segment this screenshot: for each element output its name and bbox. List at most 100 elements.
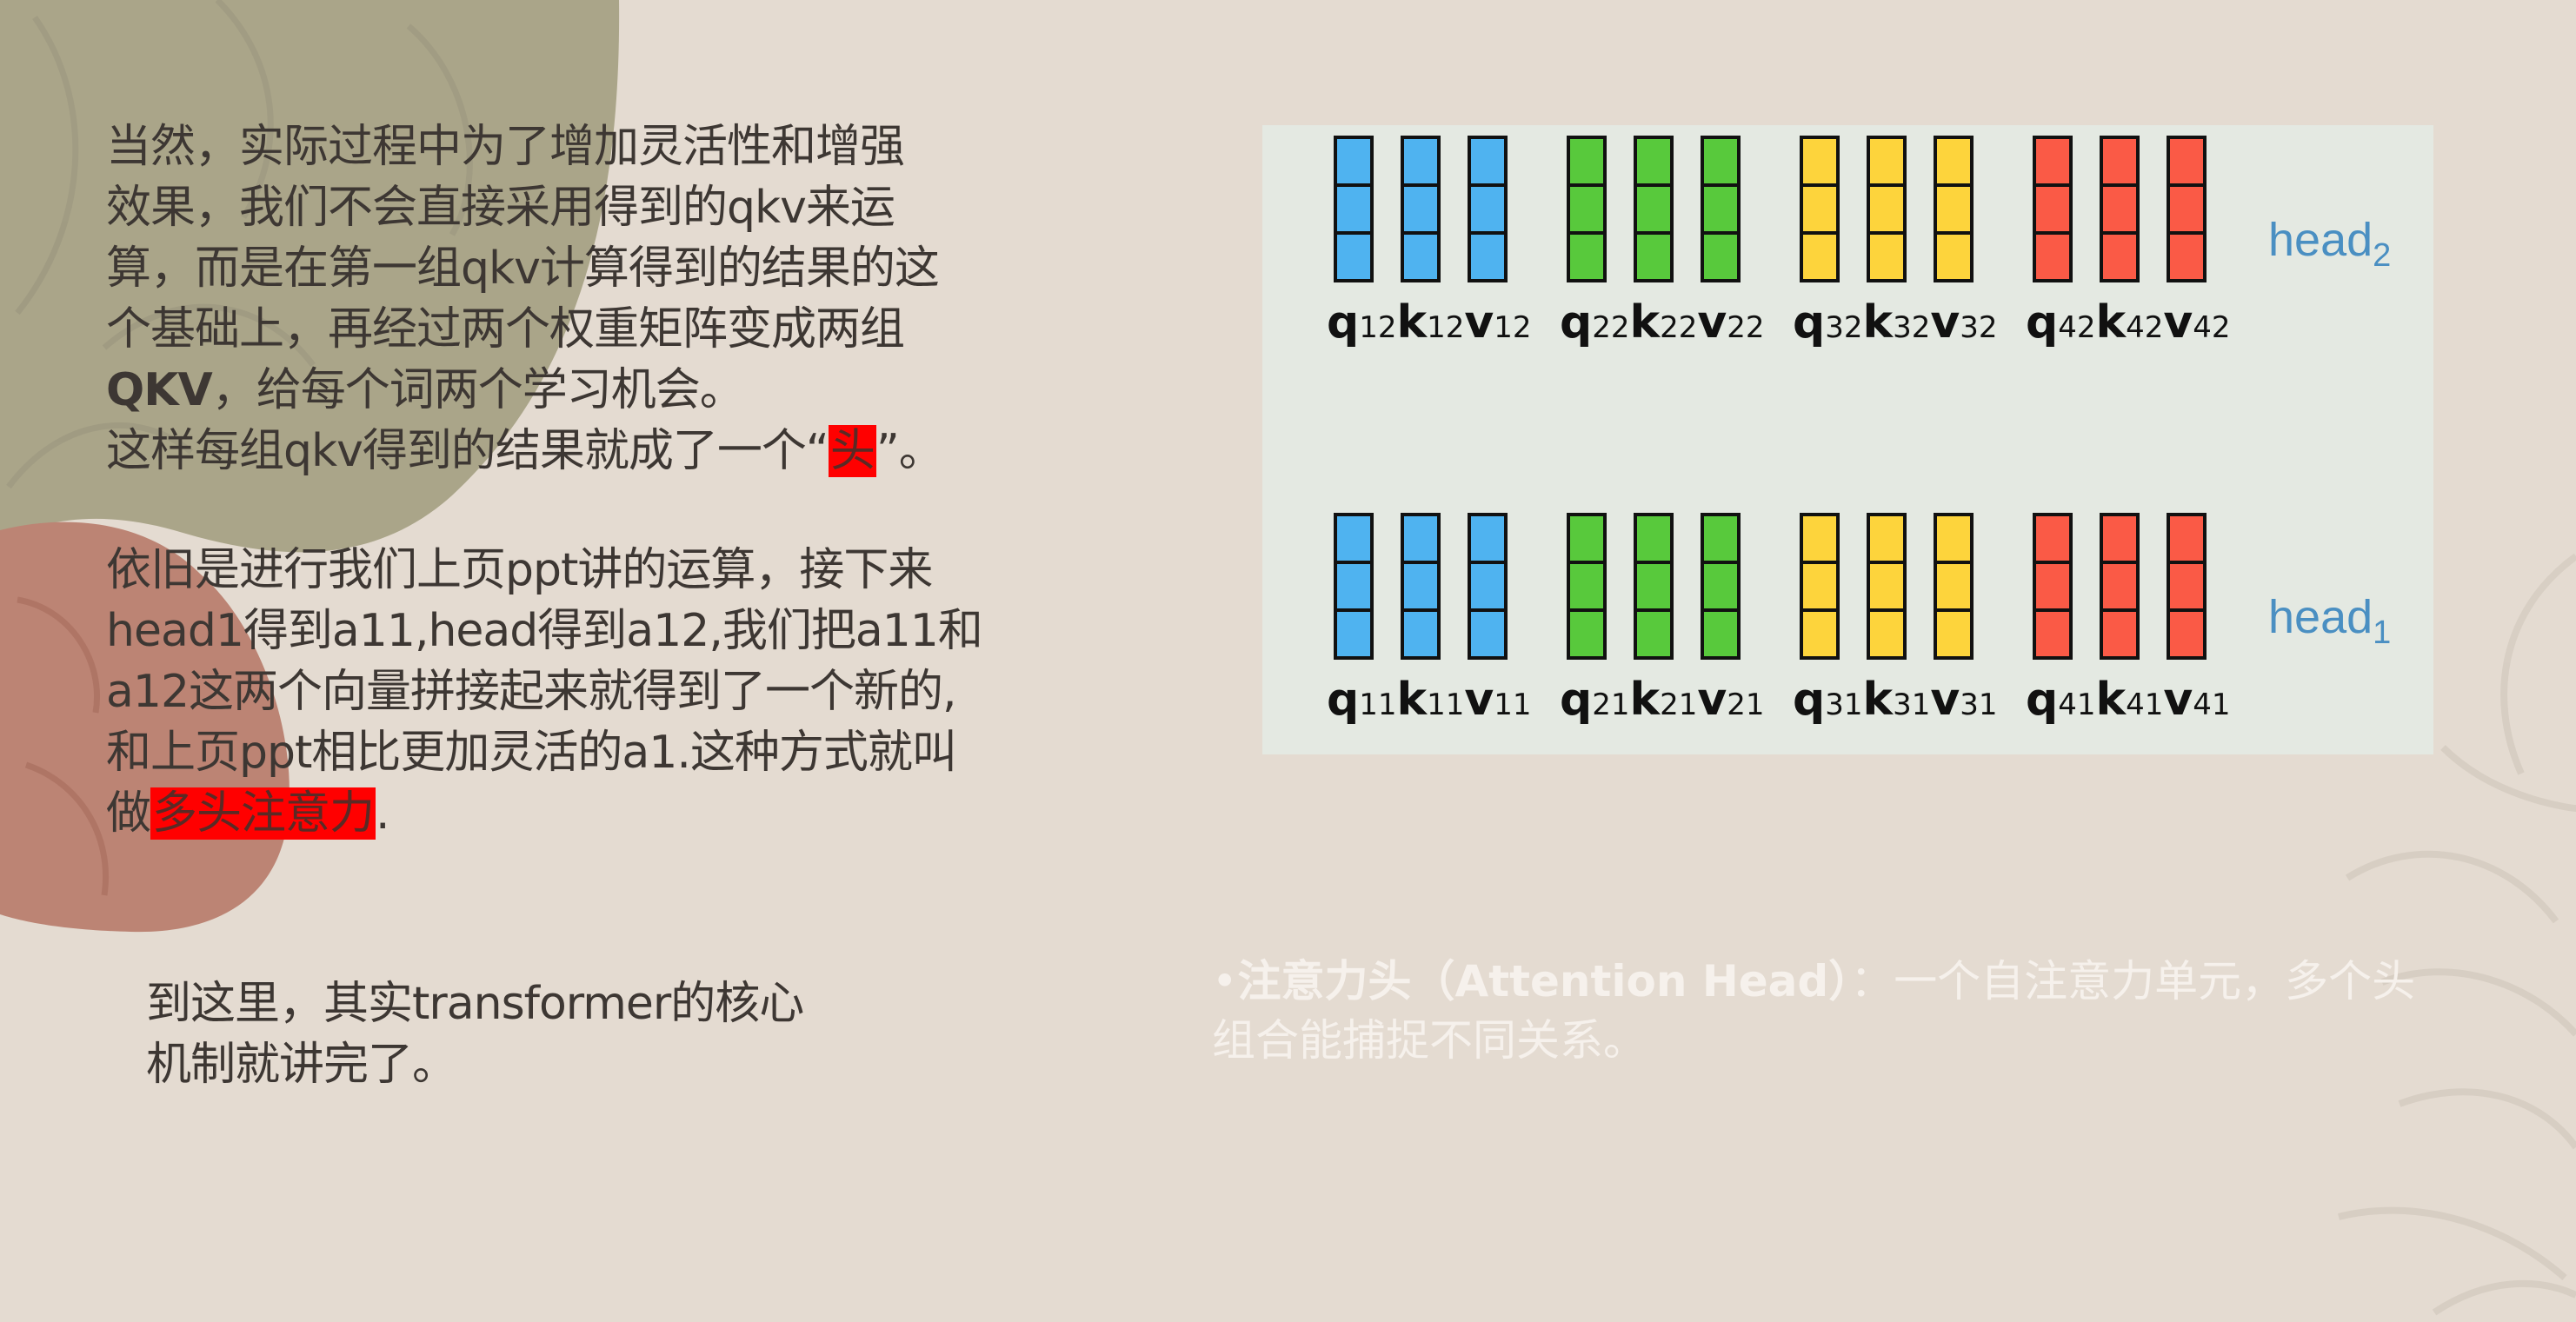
text-line: 机制就讲完了。 <box>146 1039 457 1091</box>
vector-cell <box>1934 136 1974 187</box>
vector-cell <box>1867 231 1907 282</box>
vector-cell <box>1634 561 1674 612</box>
text-segment: ，给每个词两个学习机会。 <box>211 364 745 416</box>
text-line: QKV，给每个词两个学习机会。 <box>106 360 943 421</box>
vector-cell <box>1701 608 1741 660</box>
qkv-subscript: 32 <box>1825 310 1862 345</box>
vector-cell <box>1567 231 1607 282</box>
vector-cell <box>1934 513 1974 564</box>
vector-cell <box>1468 231 1508 282</box>
vector-cell <box>1468 183 1508 235</box>
vector-cell <box>1867 513 1907 564</box>
qkv-group-green: q21k21v21 <box>1560 513 1765 726</box>
qkv-subscript: 22 <box>1592 310 1629 345</box>
vector-cell <box>1334 561 1374 612</box>
qkv-subscript: 42 <box>2126 310 2163 345</box>
qkv-letter: q <box>1327 296 1359 349</box>
qkv-subscript: 22 <box>1660 310 1697 345</box>
qkv-letter: q <box>1327 674 1359 726</box>
vector-cell <box>1800 561 1840 612</box>
qkv-group-yellow: q32k32v32 <box>1793 136 1998 349</box>
vector-cell <box>2033 561 2073 612</box>
qkv-letter: k <box>1397 296 1428 349</box>
text-line: 和上页ppt相比更加灵活的a1.这种方式就叫 <box>106 727 957 779</box>
vector-cell <box>1634 136 1674 187</box>
text-line: a12这两个向量拼接起来就得到了一个新的, <box>106 666 957 718</box>
vector-cell <box>2167 183 2207 235</box>
vector-cell <box>2167 561 2207 612</box>
qkv-subscript: 41 <box>2193 688 2230 722</box>
text-line: •注意力头（Attention Head）：一个自注意力单元，多个头 <box>1212 952 2533 1011</box>
vector-cell <box>1468 513 1508 564</box>
paragraph-multihead-intro: 当然，实际过程中为了增加灵活性和增强 效果，我们不会直接采用得到的qkv来运 算… <box>106 116 944 482</box>
vector-cell <box>1401 561 1441 612</box>
vector-cell <box>1567 183 1607 235</box>
text-segment: 做 <box>106 787 151 840</box>
vector-cell <box>1800 183 1840 235</box>
qkv-subscript: 11 <box>1494 688 1531 722</box>
qkv-subscript: 21 <box>1660 688 1697 722</box>
qkv-label: q22k22v22 <box>1560 296 1765 349</box>
vector-cell <box>2167 136 2207 187</box>
qkv-letter: k <box>2096 296 2127 349</box>
qkv-letter: v <box>2163 296 2193 349</box>
vector-cell <box>1567 136 1607 187</box>
vector-cell <box>1867 608 1907 660</box>
vector-cell <box>1701 183 1741 235</box>
vector-cell <box>1934 608 1974 660</box>
qkv-subscript: 42 <box>2193 310 2230 345</box>
bullet-marker: • <box>1212 956 1238 1006</box>
vector-cell <box>1401 608 1441 660</box>
head-label-base: head <box>2268 214 2373 266</box>
qkv-subscript: 12 <box>1494 310 1531 345</box>
vector-cell <box>1334 231 1374 282</box>
vector-cell <box>1867 183 1907 235</box>
vector-cell <box>2033 183 2073 235</box>
text-line: 个基础上，再经过两个权重矩阵变成两组 <box>106 303 905 355</box>
vector-cell <box>1934 183 1974 235</box>
vector-cell <box>1634 183 1674 235</box>
qkv-subscript: 12 <box>1359 310 1396 345</box>
vector-cell <box>2167 231 2207 282</box>
qkv-letter: v <box>1697 674 1727 726</box>
text-line: 当然，实际过程中为了增加灵活性和增强 <box>106 121 905 173</box>
leaf-pattern-rose <box>17 596 109 896</box>
vector-cell <box>2033 608 2073 660</box>
vector-cell <box>1800 608 1840 660</box>
vector-cell <box>2100 608 2140 660</box>
qkv-letter: q <box>1560 296 1592 349</box>
attention-head-definition: •注意力头（Attention Head）：一个自注意力单元，多个头 组合能捕捉… <box>1212 952 2533 1070</box>
qkv-group-green: q22k22v22 <box>1560 136 1765 349</box>
text-line: head1得到a11,head得到a12,我们把a11和 <box>106 605 983 657</box>
highlight-multihead-attention: 多头注意力 <box>150 787 376 840</box>
vector-cell <box>1468 136 1508 187</box>
qkv-letter: k <box>1863 296 1894 349</box>
vector-cell <box>1701 136 1741 187</box>
vector-cell <box>1401 231 1441 282</box>
text-line: 到这里，其实transformer的核心 <box>146 978 804 1030</box>
vector-cell <box>1934 561 1974 612</box>
vector-cell <box>1800 231 1840 282</box>
vector-cell <box>1867 136 1907 187</box>
text-line: 组合能捕捉不同关系。 <box>1212 1015 1647 1066</box>
vector-cell <box>1634 231 1674 282</box>
head-label-base: head <box>2268 591 2373 643</box>
vector-cell <box>1701 513 1741 564</box>
paragraph-multihead-explanation: 依旧是进行我们上页ppt讲的运算，接下来 head1得到a11,head得到a1… <box>106 540 983 844</box>
vector-cell <box>2100 136 2140 187</box>
qkv-subscript: 21 <box>1727 688 1764 722</box>
head-label-1: head1 <box>2268 591 2391 651</box>
vector-cell <box>1334 513 1374 564</box>
qkv-letter: k <box>1630 296 1661 349</box>
text-segment: 一个自注意力单元，多个头 <box>1894 956 2416 1006</box>
qkv-label: q11k11v11 <box>1327 674 1532 726</box>
qkv-letter: v <box>1930 674 1960 726</box>
qkv-group-red: q42k42v42 <box>2026 136 2231 349</box>
qkv-subscript: 11 <box>1359 688 1396 722</box>
qkv-letter: v <box>1464 674 1494 726</box>
qkv-letter: k <box>1397 674 1428 726</box>
vector-cell <box>1567 561 1607 612</box>
vector-cell <box>1567 513 1607 564</box>
